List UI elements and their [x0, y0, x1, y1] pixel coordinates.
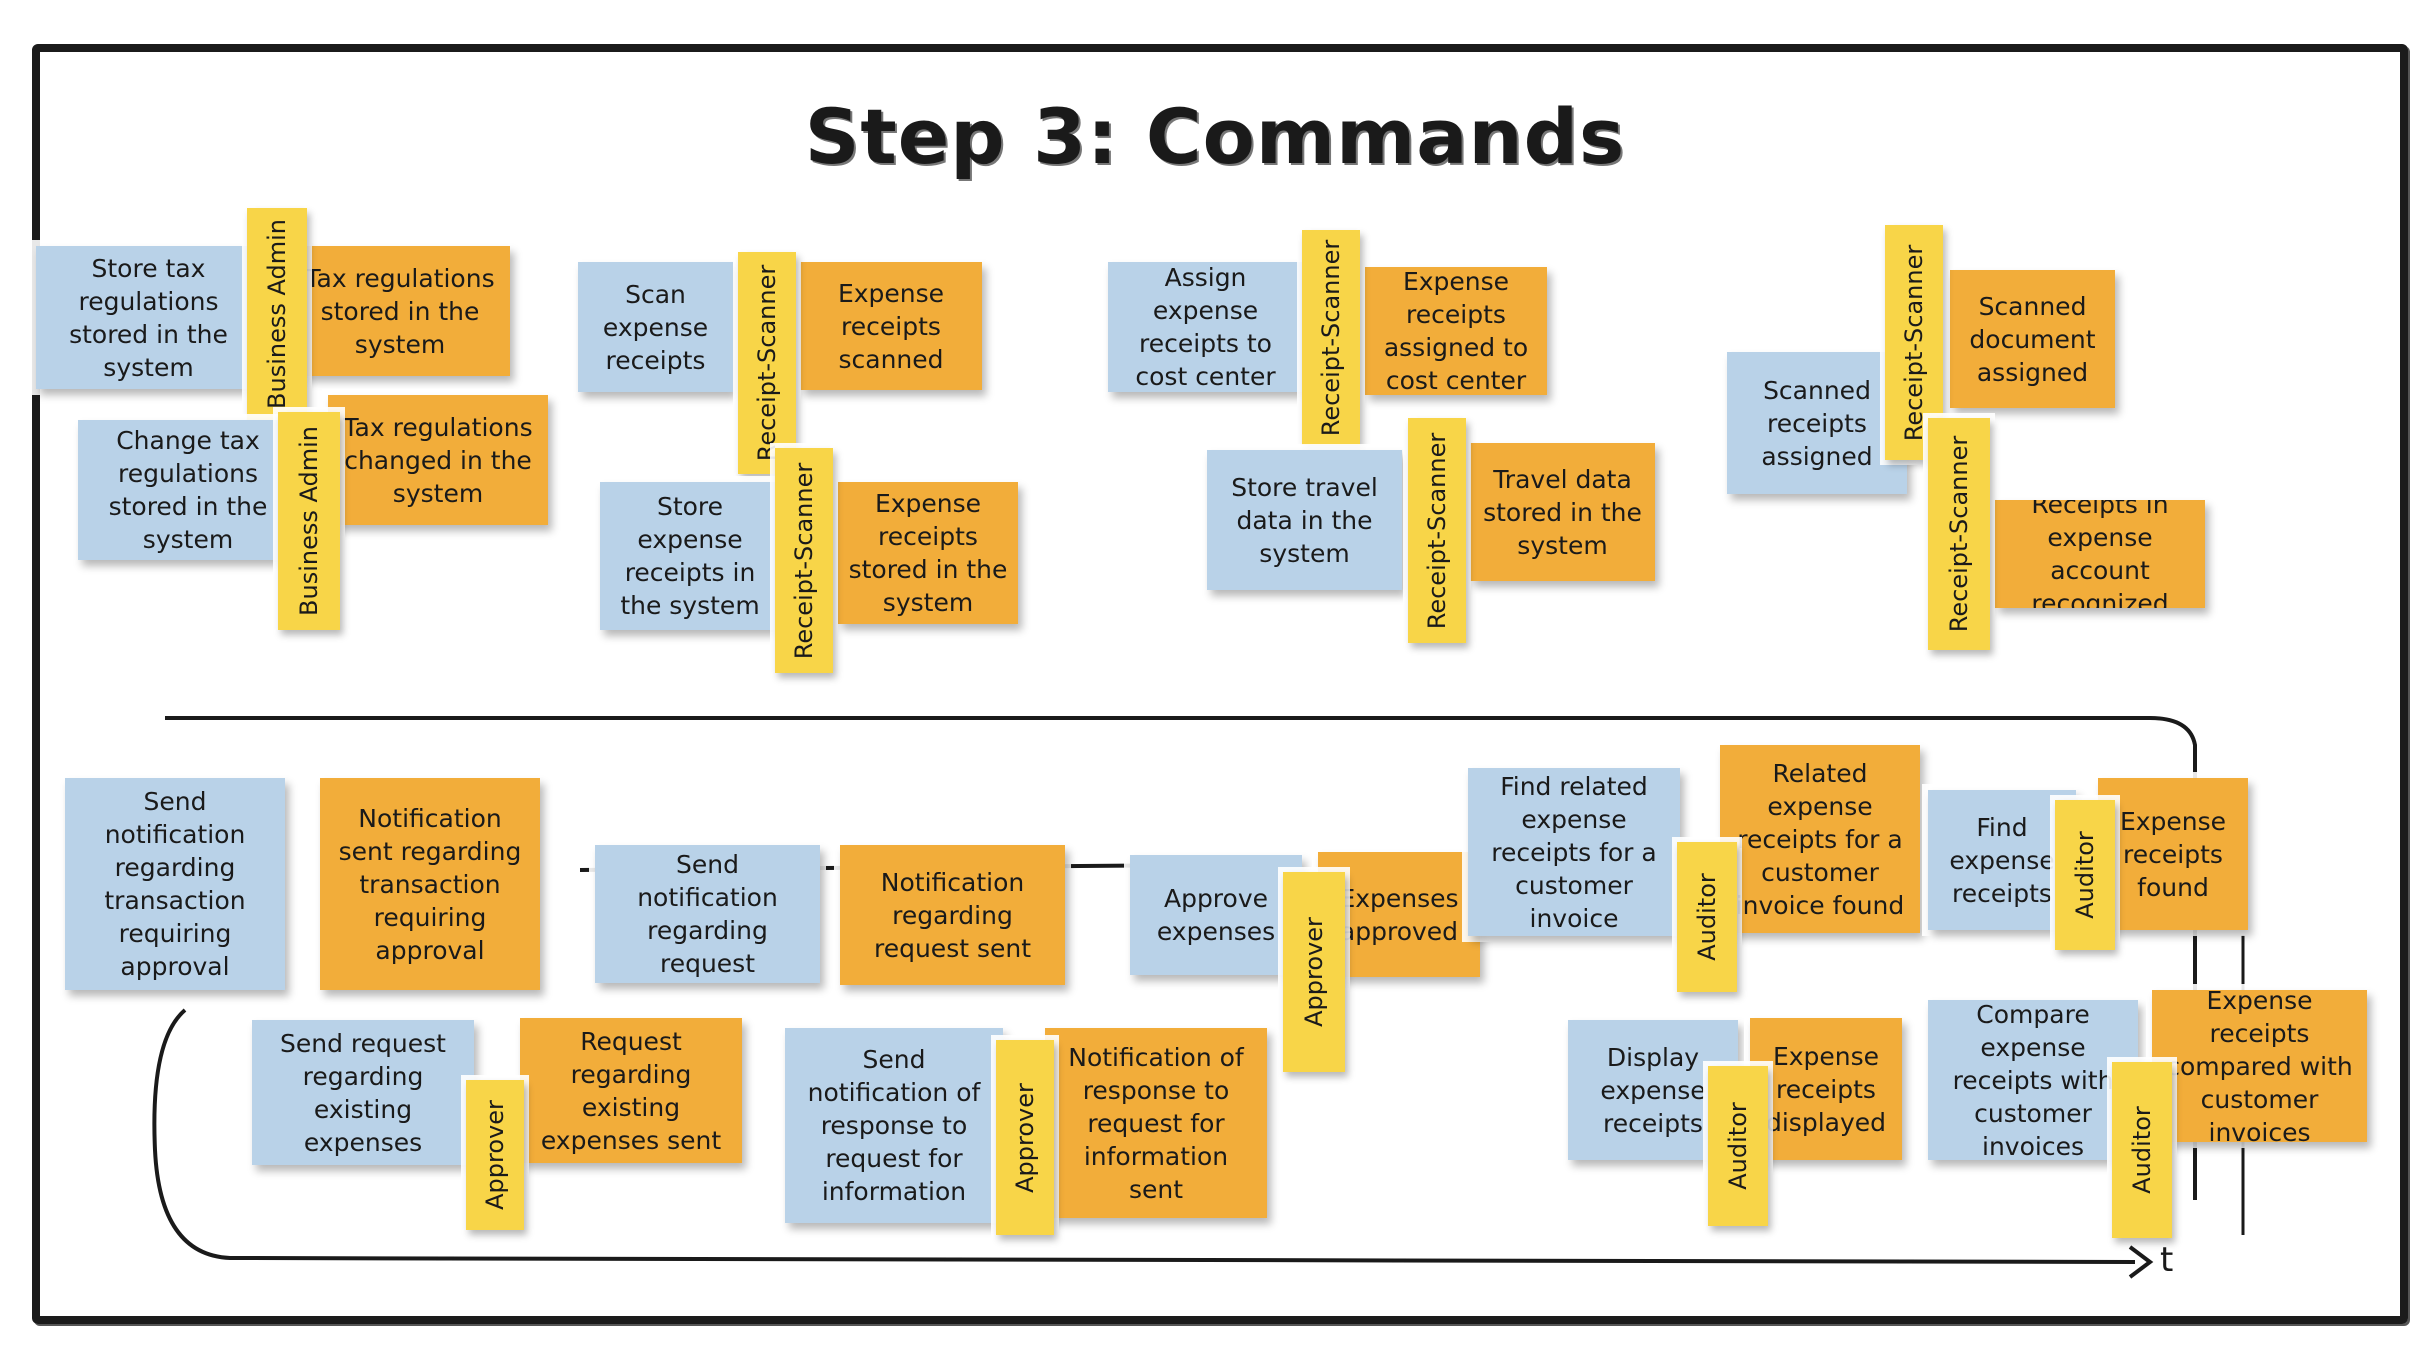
- event-note: Tax regulations stored in the system: [290, 246, 510, 376]
- event-note: Expense receipts scanned: [800, 262, 982, 390]
- command-note: Approve expenses: [1130, 855, 1302, 975]
- event-note: Receipts in expense account recognized: [1995, 500, 2205, 608]
- command-note: Store travel data in the system: [1207, 450, 1402, 590]
- actor-sticky: Approver: [1283, 872, 1345, 1072]
- command-note: Send request regarding existing expenses: [252, 1020, 474, 1165]
- actor-sticky: Business Admin: [278, 412, 340, 630]
- actor-sticky: Receipt-Scanner: [1302, 230, 1360, 445]
- actor-sticky: Receipt-Scanner: [738, 252, 796, 474]
- command-note: Compare expense receipts with customer i…: [1928, 1000, 2138, 1160]
- command-note: Store expense receipts in the system: [600, 482, 780, 630]
- event-note: Notification sent regarding transaction …: [320, 778, 540, 990]
- actor-sticky: Receipt-Scanner: [1408, 418, 1466, 643]
- event-note: Related expense receipts for a customer …: [1720, 745, 1920, 933]
- event-note: Scanned document assigned: [1950, 270, 2115, 408]
- command-note: Change tax regulations stored in the sys…: [78, 420, 298, 560]
- event-note: Expense receipts displayed: [1750, 1018, 1902, 1160]
- command-note: Send notification of response to request…: [785, 1028, 1003, 1223]
- actor-sticky: Auditor: [2112, 1062, 2172, 1238]
- event-note: Tax regulations changed in the system: [328, 395, 548, 525]
- actor-sticky: Approver: [996, 1040, 1054, 1235]
- actor-sticky: Receipt-Scanner: [775, 448, 833, 673]
- actor-sticky: Business Admin: [247, 208, 307, 420]
- actor-sticky: Approver: [466, 1080, 524, 1230]
- actor-sticky: Auditor: [1677, 842, 1737, 992]
- actor-sticky: Auditor: [1708, 1066, 1768, 1226]
- command-note: Find expense receipts: [1928, 790, 2076, 930]
- event-note: Expense receipts assigned to cost center: [1365, 267, 1547, 395]
- command-note: Scan expense receipts: [578, 262, 733, 392]
- event-note: Expense receipts stored in the system: [838, 482, 1018, 624]
- actor-sticky: Receipt-Scanner: [1928, 418, 1990, 650]
- actor-sticky: Auditor: [2055, 800, 2115, 950]
- command-note: Send notification regarding request: [595, 845, 820, 983]
- command-note: Scanned receipts assigned: [1727, 352, 1907, 494]
- page-title: Step 3: Commands: [804, 92, 1626, 181]
- event-note: Expense receipts found: [2098, 778, 2248, 930]
- command-note: Assign expense receipts to cost center: [1108, 262, 1303, 392]
- event-note: Travel data stored in the system: [1470, 443, 1655, 581]
- command-note: Send notification regarding transaction …: [65, 778, 285, 990]
- event-note: Expense receipts compared with customer …: [2152, 990, 2367, 1142]
- command-note: Find related expense receipts for a cust…: [1468, 768, 1680, 936]
- board-frame: [32, 44, 2408, 1324]
- event-note: Request regarding existing expenses sent: [520, 1018, 742, 1163]
- timeline-axis-label: t: [2160, 1240, 2174, 1280]
- event-note: Expenses approved: [1318, 852, 1480, 977]
- event-note: Notification regarding request sent: [840, 845, 1065, 985]
- command-note: Store tax regulations stored in the syst…: [36, 246, 261, 389]
- event-note: Notification of response to request for …: [1045, 1028, 1267, 1218]
